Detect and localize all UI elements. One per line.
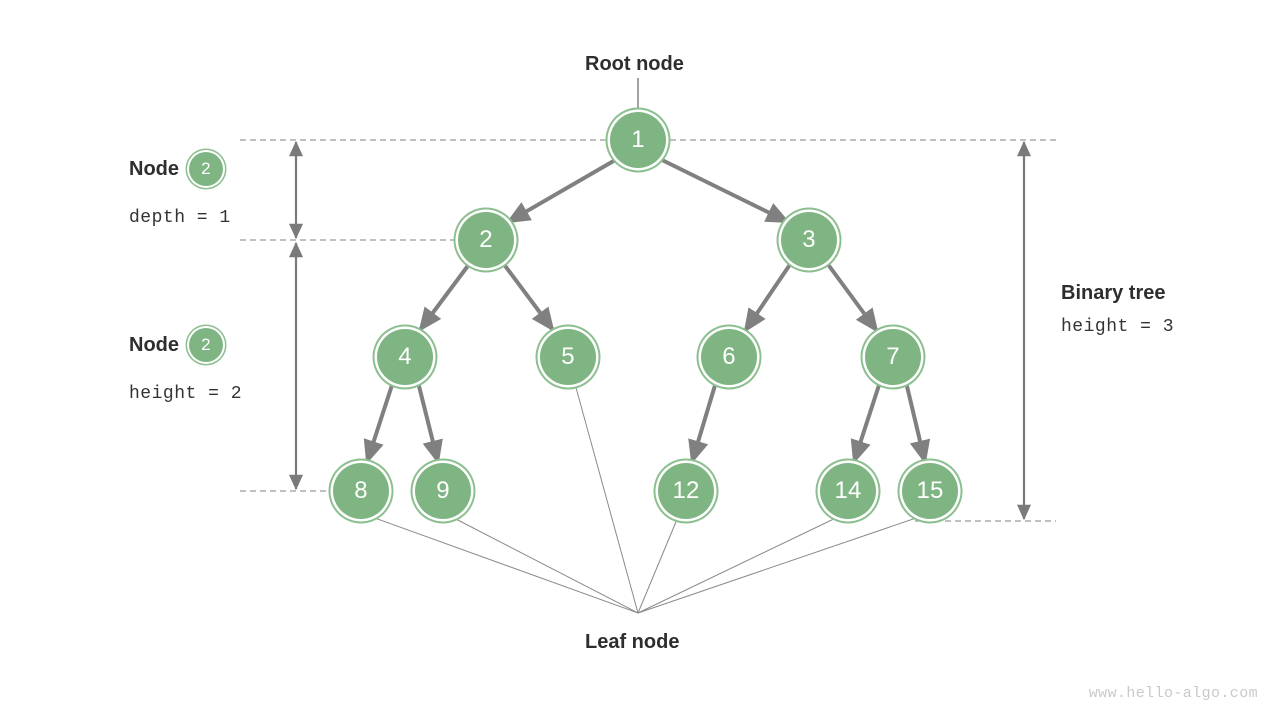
tree-node-label: 9 [436, 477, 450, 504]
tree-node-3[interactable]: 3 [781, 212, 837, 268]
tree-node-label: 6 [722, 343, 736, 370]
leaf-line-to-15 [637, 515, 923, 614]
edge-1-2 [505, 157, 619, 224]
tree-node-label: 15 [916, 477, 944, 504]
annotation-node-depth-title: Node [129, 157, 179, 180]
leaf-line-to-8 [371, 516, 639, 614]
edge-2-4 [418, 261, 472, 332]
tree-node-label: 8 [354, 477, 368, 504]
tree-node-label: 14 [834, 477, 862, 504]
tree-node-label: 1 [631, 126, 645, 153]
tree-edges [363, 157, 931, 465]
leaf-callout-lines [371, 383, 923, 614]
edge-4-8 [363, 380, 395, 465]
edge-3-6 [743, 261, 793, 333]
edge-4-9 [416, 380, 443, 465]
leaf-line-to-12 [637, 516, 679, 614]
annotation-node-depth-badge: 2 [189, 152, 223, 186]
edge-2-5 [501, 261, 555, 332]
tree-node-6[interactable]: 6 [701, 329, 757, 385]
edge-3-7 [825, 261, 879, 333]
tree-node-15[interactable]: 15 [902, 463, 958, 519]
leaf-line-to-9 [451, 516, 639, 614]
tree-node-12[interactable]: 12 [658, 463, 714, 519]
leaf-line-to-14 [637, 515, 841, 614]
measure-arrows [288, 140, 1032, 521]
edge-7-15 [904, 380, 931, 465]
tree-node-label: 12 [672, 477, 700, 504]
tree-node-label: 2 [479, 226, 493, 253]
edge-7-14 [850, 380, 882, 465]
watermark: www.hello-algo.com [1088, 685, 1258, 702]
annotation-node-height-header: Node 2 [129, 328, 223, 362]
tree-node-label: 5 [561, 343, 575, 370]
annotation-node-height-detail: height = 2 [129, 384, 243, 404]
tree-node-14[interactable]: 14 [820, 463, 876, 519]
annotation-tree-height-title: Binary tree [1061, 282, 1166, 304]
tree-node-7[interactable]: 7 [865, 329, 921, 385]
tree-node-4[interactable]: 4 [377, 329, 433, 385]
tree-node-9[interactable]: 9 [415, 463, 471, 519]
tree-node-8[interactable]: 8 [333, 463, 389, 519]
tree-node-1[interactable]: 1 [610, 112, 666, 168]
tree-node-2[interactable]: 2 [458, 212, 514, 268]
root-node-label: Root node [585, 53, 684, 75]
annotation-node-depth-header: Node 2 [129, 152, 223, 186]
annotation-node-depth-detail: depth = 1 [129, 208, 231, 228]
tree-node-label: 3 [802, 226, 816, 253]
badge-value: 2 [201, 159, 211, 178]
leaf-line-to-5 [574, 383, 639, 614]
leaf-node-label: Leaf node [585, 631, 680, 653]
tree-node-label: 4 [398, 343, 412, 370]
edge-6-12 [688, 380, 718, 465]
annotation-tree-height-detail: height = 3 [1061, 317, 1175, 337]
annotation-node-height-badge: 2 [189, 328, 223, 362]
badge-value: 2 [201, 335, 211, 354]
tree-node-label: 7 [886, 343, 900, 370]
tree-node-5[interactable]: 5 [540, 329, 596, 385]
guide-lines [240, 139, 1056, 522]
annotation-node-height-title: Node [129, 333, 179, 356]
edge-1-3 [658, 157, 791, 224]
